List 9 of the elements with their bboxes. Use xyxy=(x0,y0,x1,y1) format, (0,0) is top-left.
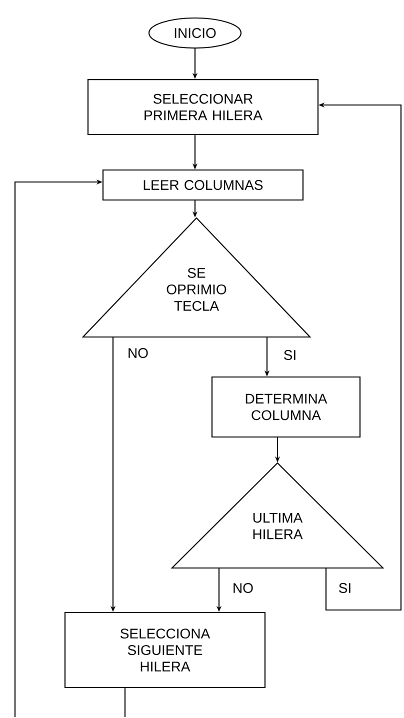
process-box: SELECCIONAR PRIMERA HILERA xyxy=(87,78,319,136)
process-box: SELECCIONA SIGUIENTE HILERA xyxy=(64,612,266,688)
edge-label: NO xyxy=(126,347,150,359)
edge-label: SI xyxy=(282,349,298,361)
process-box: DETERMINA COLUMNA xyxy=(211,376,361,438)
process-box: LEER COLUMNAS xyxy=(102,169,304,201)
edge-label: SI xyxy=(337,582,353,594)
edge-label: NO xyxy=(232,582,254,594)
start-oval: INICIO xyxy=(148,17,242,49)
